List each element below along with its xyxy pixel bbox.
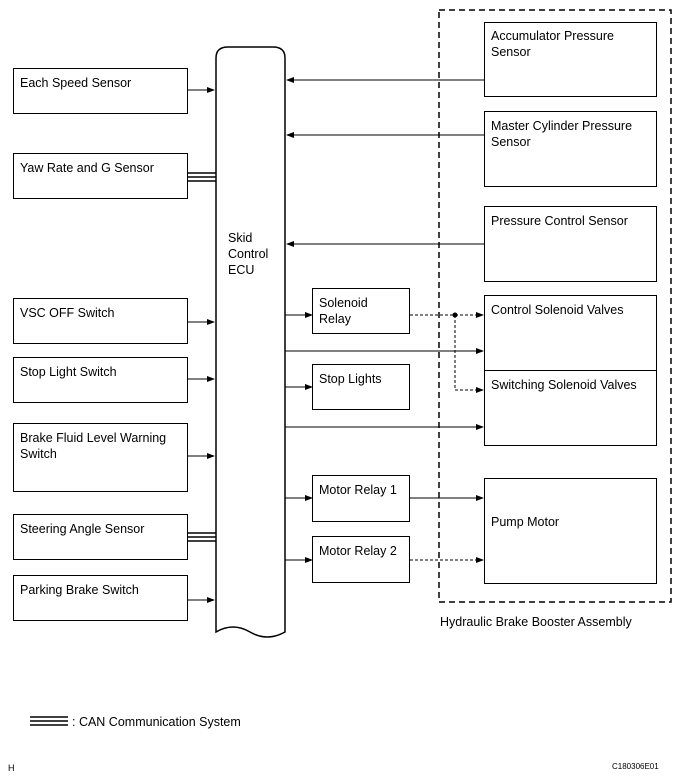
legend-can-label: : CAN Communication System [72,715,241,729]
motor-relay-1-box: Motor Relay 1 [312,475,410,522]
pump-motor-box: Pump Motor [484,478,657,584]
solenoid-relay-box: Solenoid Relay [312,288,410,334]
control-solenoid-valves-box: Control Solenoid Valves [484,295,657,371]
master-cylinder-pressure-sensor-box: Master Cylinder Pressure Sensor [484,111,657,187]
legend-can-symbol [30,716,68,726]
stop-light-switch-box: Stop Light Switch [13,357,188,403]
steering-angle-sensor-box: Steering Angle Sensor [13,514,188,560]
brake-fluid-level-warning-switch-box: Brake Fluid Level Warning Switch [13,423,188,492]
footer-right-code: C180306E01 [612,762,659,771]
assembly-border [438,9,672,603]
footer-left-code: H [8,763,15,773]
pressure-control-sensor-box: Pressure Control Sensor [484,206,657,282]
yaw-rate-g-sensor-box: Yaw Rate and G Sensor [13,153,188,199]
accumulator-pressure-sensor-box: Accumulator Pressure Sensor [484,22,657,97]
switching-solenoid-valves-box: Switching Solenoid Valves [484,370,657,446]
ecu-label: Skid Control ECU [228,231,269,277]
each-speed-sensor-box: Each Speed Sensor [13,68,188,114]
parking-brake-switch-box: Parking Brake Switch [13,575,188,621]
motor-relay-2-box: Motor Relay 2 [312,536,410,583]
ecu-shape [215,46,286,638]
vsc-off-switch-box: VSC OFF Switch [13,298,188,344]
stop-lights-box: Stop Lights [312,364,410,410]
can-steering-angle [187,532,216,542]
can-yaw-rate [187,172,216,182]
assembly-title: Hydraulic Brake Booster Assembly [440,615,632,629]
solenoid-relay-branch [454,315,484,393]
